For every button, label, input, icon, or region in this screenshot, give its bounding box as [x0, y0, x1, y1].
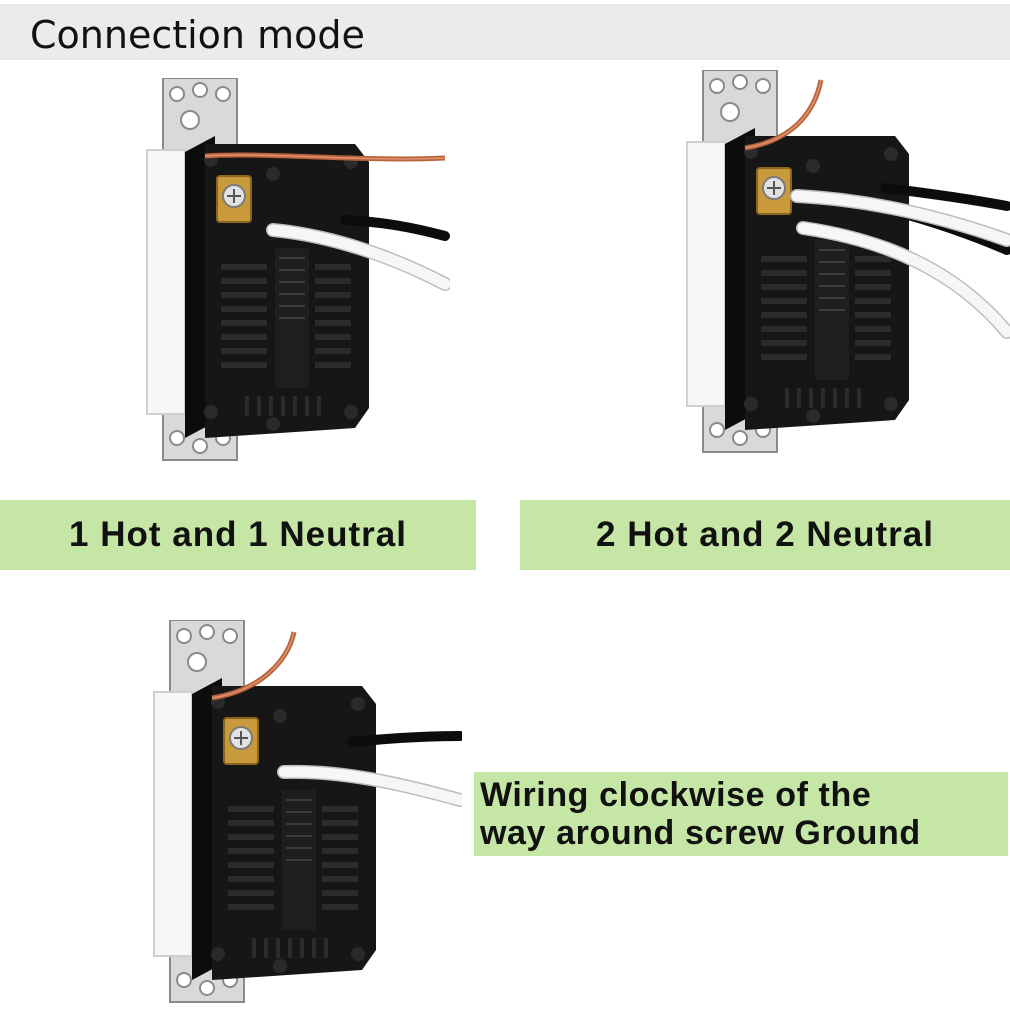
label-3-line-1: Wiring clockwise of the — [480, 776, 872, 814]
device-image-2-hot-2-neutral — [686, 70, 1010, 453]
page-title: Connection mode — [30, 13, 365, 57]
device-image-1-hot-1-neutral — [146, 78, 450, 461]
header-bar: Connection mode — [0, 4, 1010, 60]
label-ground-wiring: Wiring clockwise of the way around screw… — [474, 772, 1008, 856]
label-1-hot-1-neutral: 1 Hot and 1 Neutral — [0, 500, 476, 570]
label-2-hot-2-neutral: 2 Hot and 2 Neutral — [520, 500, 1010, 570]
label-1-text: 1 Hot and 1 Neutral — [69, 515, 407, 554]
label-3-line-2: way around screw Ground — [480, 814, 921, 852]
label-2-text: 2 Hot and 2 Neutral — [596, 515, 934, 554]
device-image-ground-wiring — [153, 620, 462, 1003]
